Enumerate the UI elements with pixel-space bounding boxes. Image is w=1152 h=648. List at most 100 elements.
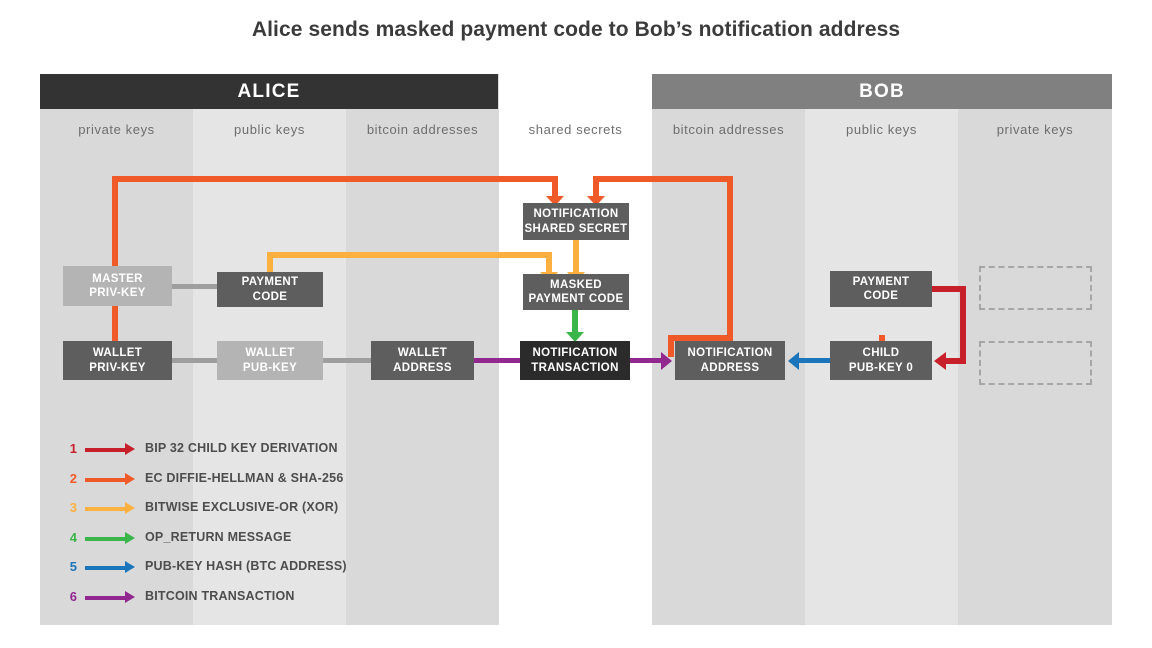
node-line2: CODE xyxy=(252,290,288,303)
column-caption-alice-bitcoin-addresses: bitcoin addresses xyxy=(346,109,499,149)
node-line2: CODE xyxy=(863,290,899,302)
legend-arrow-head-icon xyxy=(125,502,135,514)
orange-bob-top xyxy=(593,176,733,182)
blue-arrowhead xyxy=(788,352,799,370)
legend-arrow-head-icon xyxy=(125,443,135,455)
node-line2: PUB-KEY xyxy=(242,361,298,374)
column-caption-bob-bitcoin-addresses: bitcoin addresses xyxy=(652,109,805,149)
node-line1: NOTIFICATION xyxy=(533,208,619,221)
orange-bob-arrowhead xyxy=(587,196,605,206)
purple-arrowhead xyxy=(661,352,672,370)
node-notification-transaction[interactable]: NOTIFICATION TRANSACTION xyxy=(520,341,630,380)
orange-bob-lower xyxy=(668,335,733,341)
orange-bob-riser xyxy=(727,176,733,341)
node-line2: TRANSACTION xyxy=(531,361,619,374)
legend-arrow-shaft-icon xyxy=(85,507,125,511)
node-notification-shared-secret[interactable]: NOTIFICATION SHARED SECRET xyxy=(523,203,629,240)
orange-alice-riser xyxy=(112,176,118,341)
caption-text: shared secrets xyxy=(528,121,623,137)
legend-number: 3 xyxy=(69,500,77,515)
node-line2: PRIV-KEY xyxy=(89,287,146,299)
purple-tx-to-notifaddr xyxy=(628,358,664,363)
party-header-alice: ALICE xyxy=(40,74,498,109)
legend-arrow-shaft-icon xyxy=(85,536,125,541)
yellow-paymentcode-drop xyxy=(546,252,552,274)
legend-arrow-head-icon xyxy=(125,561,135,573)
legend-arrow-shaft-icon xyxy=(85,448,125,452)
node-line1: NOTIFICATION xyxy=(532,347,618,360)
legend-arrow-shaft-icon xyxy=(85,595,125,600)
node-child-pub-key[interactable]: CHILD PUB-KEY 0 xyxy=(830,341,932,380)
legend-arrow-head-icon xyxy=(125,531,135,544)
node-line2: ADDRESS xyxy=(393,361,452,374)
node-line1: NOTIFICATION xyxy=(687,347,773,360)
caption-text: private keys xyxy=(78,121,155,137)
node-line2: PRIV-KEY xyxy=(89,361,146,374)
node-line1: WALLET xyxy=(245,347,295,360)
red-bip32-run xyxy=(946,358,966,364)
column-caption-shared-secrets: shared secrets xyxy=(499,109,652,149)
column-caption-bob-public-keys: public keys xyxy=(805,109,958,149)
caption-text: bitcoin addresses xyxy=(672,121,785,137)
node-master-priv-key[interactable]: MASTER PRIV-KEY xyxy=(63,266,172,306)
placeholder-box-lower xyxy=(979,341,1092,385)
node-line1: WALLET xyxy=(92,347,143,360)
legend-arrow-head-icon xyxy=(125,472,135,485)
placeholder-box-upper xyxy=(979,266,1092,310)
column-caption-bob-private-keys: private keys xyxy=(958,109,1112,149)
legend-arrow-shaft-icon xyxy=(85,566,125,570)
purple-walletaddr-to-tx xyxy=(470,358,522,363)
yellow-sharedsecret-drop xyxy=(573,240,579,274)
link-wallet-pub-to-address xyxy=(320,358,375,363)
caption-text: private keys xyxy=(996,121,1074,137)
legend-label: PUB-KEY HASH (BTC ADDRESS) xyxy=(145,559,347,573)
legend-number: 1 xyxy=(69,441,77,456)
node-line2: PAYMENT CODE xyxy=(528,293,624,305)
page-title: Alice sends masked payment code to Bob’s… xyxy=(251,18,901,41)
column-caption-alice-public-keys: public keys xyxy=(193,109,346,149)
node-line1: CHILD xyxy=(862,347,900,360)
legend-number: 5 xyxy=(69,559,77,574)
caption-text: public keys xyxy=(234,121,305,137)
green-opreturn-line xyxy=(572,310,578,334)
blue-childkey-to-notifaddr xyxy=(799,358,832,363)
legend-label: EC DIFFIE-HELLMAN & SHA-256 xyxy=(145,470,344,485)
node-wallet-address[interactable]: WALLET ADDRESS xyxy=(371,341,474,380)
node-line2: PUB-KEY 0 xyxy=(848,361,914,374)
party-header-bob: BOB xyxy=(652,74,1112,109)
legend-number: 6 xyxy=(69,588,77,604)
orange-bob-drop xyxy=(593,176,599,198)
node-line1: PAYMENT xyxy=(241,276,299,289)
node-wallet-priv-key[interactable]: WALLET PRIV-KEY xyxy=(63,341,172,380)
orange-bob-childstub xyxy=(879,335,885,343)
party-label-alice: ALICE xyxy=(237,80,301,102)
column-band-bob-private-keys xyxy=(958,74,1112,625)
node-line2: ADDRESS xyxy=(700,361,760,374)
green-opreturn-arrowhead xyxy=(566,332,584,342)
red-bip32-riser xyxy=(960,286,966,360)
party-label-bob: BOB xyxy=(859,80,905,102)
orange-alice-drop xyxy=(552,176,558,198)
link-wallet-priv-to-pub xyxy=(168,358,222,363)
caption-text: bitcoin addresses xyxy=(366,121,479,137)
node-alice-payment-code[interactable]: PAYMENT CODE xyxy=(217,272,323,307)
red-bip32-arrowhead xyxy=(934,352,946,370)
node-masked-payment-code[interactable]: MASKED PAYMENT CODE xyxy=(523,274,629,310)
yellow-paymentcode-run xyxy=(267,252,552,258)
yellow-paymentcode-riser xyxy=(267,252,273,274)
node-notification-address[interactable]: NOTIFICATION ADDRESS xyxy=(675,341,785,380)
column-caption-alice-private-keys: private keys xyxy=(40,109,193,149)
legend-label: BIP 32 CHILD KEY DERIVATION xyxy=(145,441,338,455)
node-line2: SHARED SECRET xyxy=(524,222,628,235)
red-bip32-top xyxy=(932,286,966,292)
node-wallet-pub-key[interactable]: WALLET PUB-KEY xyxy=(217,341,323,380)
node-line1: MASKED xyxy=(550,278,602,291)
node-bob-payment-code[interactable]: PAYMENT CODE xyxy=(830,271,932,307)
legend-number: 4 xyxy=(69,529,77,545)
legend-number: 2 xyxy=(69,470,77,486)
legend-label: BITWISE EXCLUSIVE-OR (XOR) xyxy=(145,500,339,514)
link-master-to-payment-code xyxy=(168,284,222,289)
node-line1: PAYMENT xyxy=(852,275,910,288)
node-line1: WALLET xyxy=(397,347,448,360)
